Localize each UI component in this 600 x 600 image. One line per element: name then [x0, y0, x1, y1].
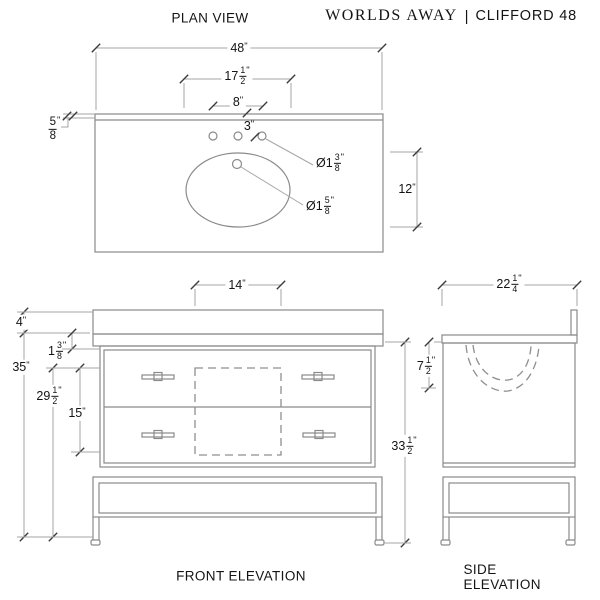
side-elevation-title: SIDE ELEVATION — [463, 562, 541, 592]
dim-hole-spacing: 3" — [243, 118, 255, 133]
side-dimension-lines — [421, 280, 582, 393]
side-sink-bowl-hidden — [465, 344, 540, 392]
front-countertop — [92, 309, 384, 347]
dim-sink-cutout-width: 14" — [225, 277, 249, 293]
dim-backsplash-height: 4" — [12, 314, 30, 330]
dim-overall-height: 35" — [9, 359, 33, 375]
dim-outer-hole-spacing: 8" — [229, 94, 247, 110]
brand-separator: | — [464, 7, 469, 25]
dim-overall-width: 48" — [227, 40, 251, 56]
brand-name: WORLDS AWAY — [325, 7, 458, 24]
dim-drawer-stack-height: 15" — [65, 405, 89, 421]
plan-sink-basin — [185, 152, 291, 228]
product-name: CLIFFORD 48 — [475, 8, 577, 24]
plan-countertop-outline — [94, 113, 384, 253]
front-drawer-handles — [141, 371, 336, 440]
brand-lockup: WORLDS AWAY | CLIFFORD 48 — [325, 7, 577, 25]
front-base-frame — [90, 476, 385, 546]
front-sink-hidden-outline — [194, 367, 282, 456]
plan-view-title: PLAN VIEW — [171, 10, 249, 26]
plan-dimension-lines — [61, 43, 423, 232]
side-countertop — [441, 309, 578, 344]
front-cabinet — [99, 345, 376, 468]
dim-basin-depth: 12" — [398, 181, 416, 196]
side-cabinet — [442, 342, 576, 468]
front-elevation-title: FRONT ELEVATION — [176, 568, 306, 584]
side-base-frame — [440, 476, 576, 546]
plan-faucet-holes — [208, 131, 267, 141]
